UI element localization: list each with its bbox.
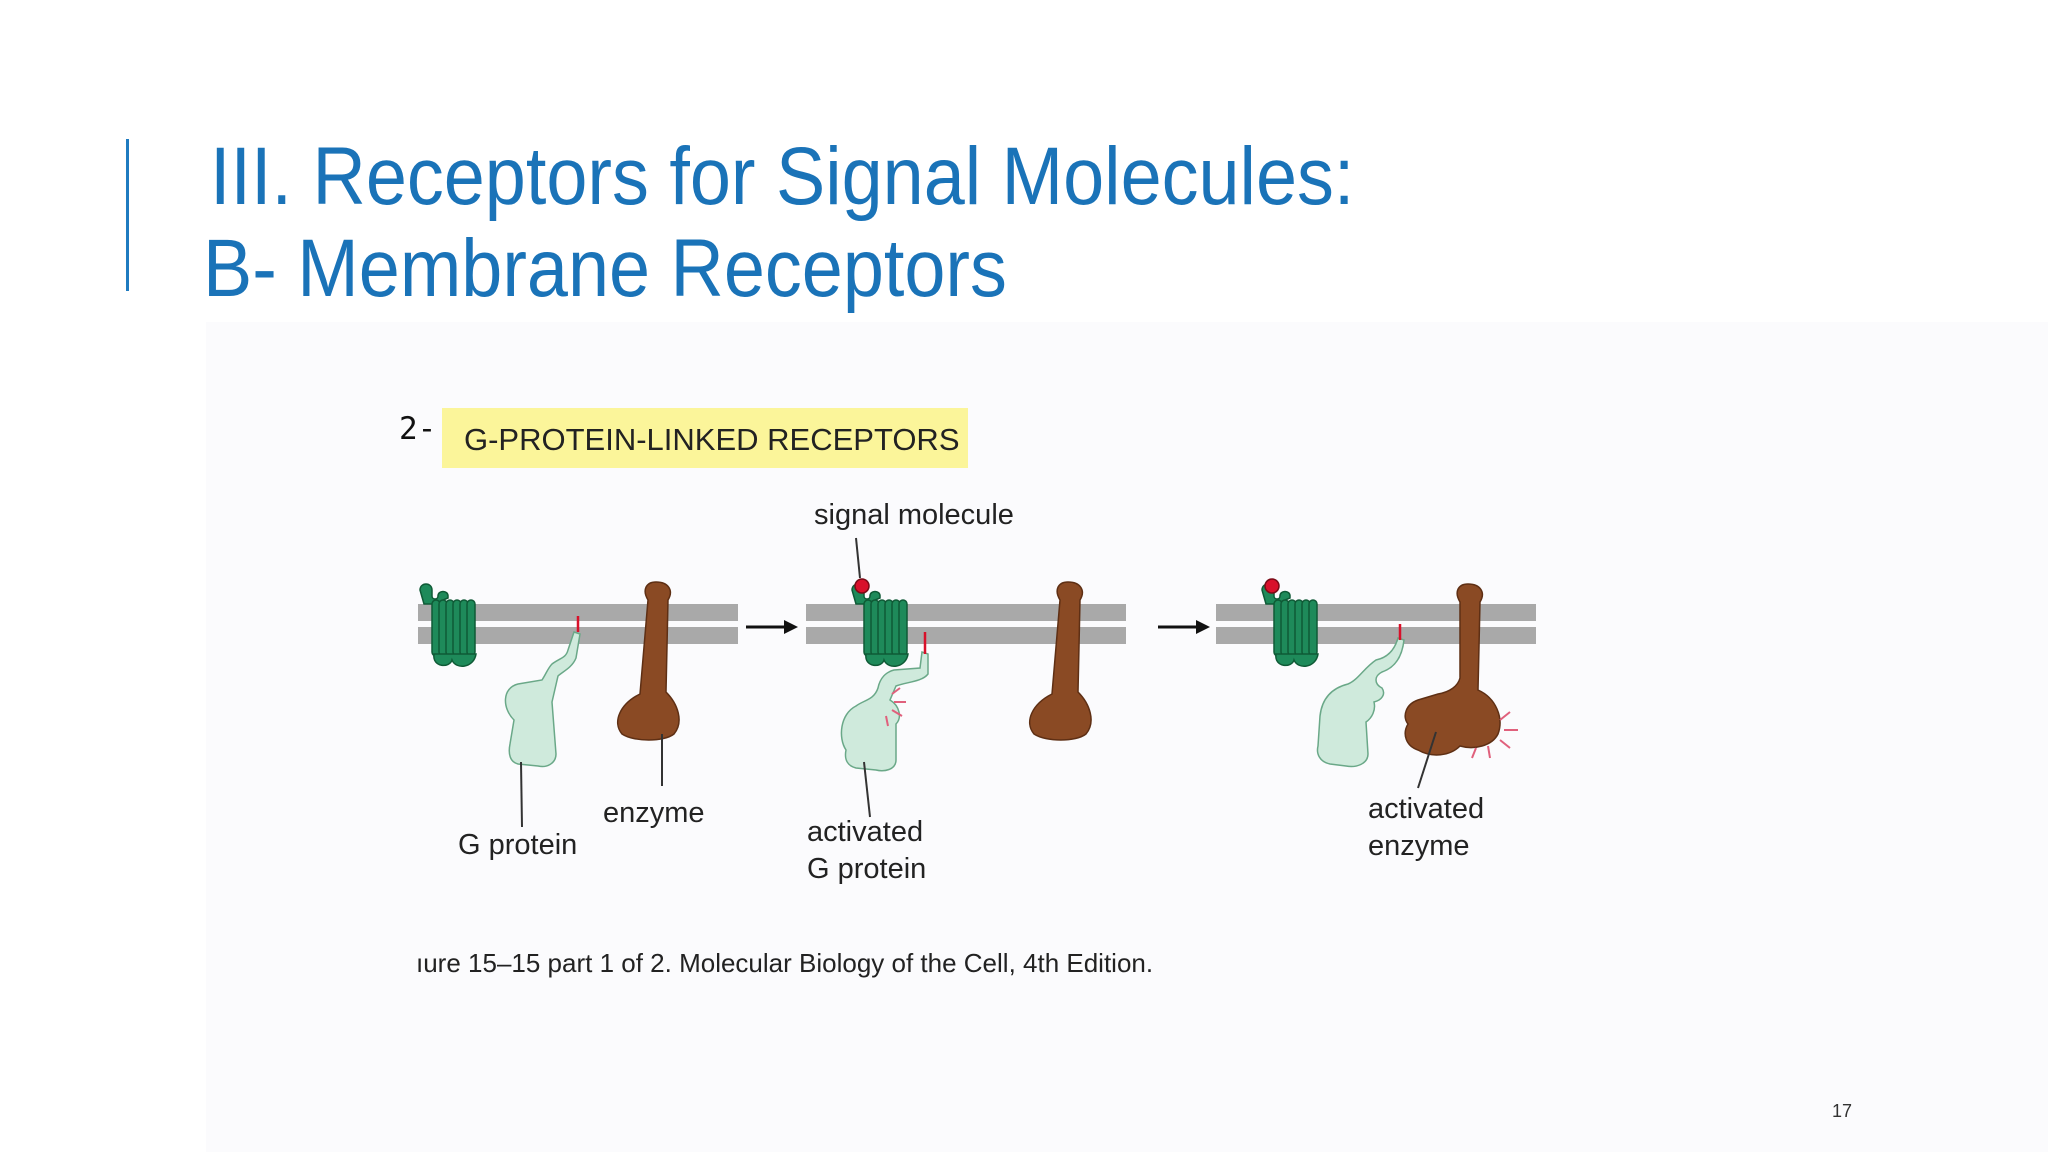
activation-burst-icon (1471, 711, 1518, 759)
title-accent-bar (126, 139, 129, 291)
label-enzyme: enzyme (603, 797, 705, 829)
g-protein-activated (840, 650, 929, 772)
slide-title-line-2: B- Membrane Receptors (203, 223, 1007, 314)
figure-number: 2- (399, 411, 436, 447)
figure-heading: G-PROTEIN-LINKED RECEPTORS (464, 422, 960, 457)
signal-molecule (854, 578, 870, 594)
activation-burst-icon (885, 687, 906, 727)
receptor-activated (851, 583, 909, 667)
heading-highlight (442, 408, 968, 468)
membrane-panel-3 (1216, 604, 1536, 644)
label-pointer (863, 761, 871, 818)
label-pointer (520, 761, 523, 828)
figure-caption: ıure 15–15 part 1 of 2. Molecular Biolog… (416, 948, 1153, 978)
figure-image: 2- G-PROTEIN-LINKED RECEPTORS enzyme G p… (206, 322, 2048, 1152)
g-protein-diagram: 2- G-PROTEIN-LINKED RECEPTORS enzyme G p… (399, 408, 1536, 978)
label-signal-molecule: signal molecule (814, 499, 1014, 531)
arrow-right-icon (1156, 618, 1212, 636)
label-activated-enzyme-line1: activated (1368, 793, 1484, 825)
page-number: 17 (1832, 1101, 1853, 1121)
arrow-right-icon (744, 618, 800, 636)
receptor-inactive (419, 583, 477, 667)
enzyme-activated (1404, 583, 1501, 756)
g-protein-inactive (504, 631, 581, 768)
g-protein-bound (1316, 637, 1405, 768)
receptor-after (1261, 583, 1319, 667)
label-activated-enzyme-line2: enzyme (1368, 830, 1470, 862)
label-pointer (1417, 731, 1437, 789)
label-activated-g-protein: G protein (807, 853, 926, 885)
label-g-protein: G protein (458, 829, 577, 861)
label-pointer (855, 537, 861, 579)
slide-title-line-1: III. Receptors for Signal Molecules: (210, 131, 1355, 222)
label-activated: activated (807, 816, 923, 848)
signal-molecule (1264, 578, 1280, 594)
